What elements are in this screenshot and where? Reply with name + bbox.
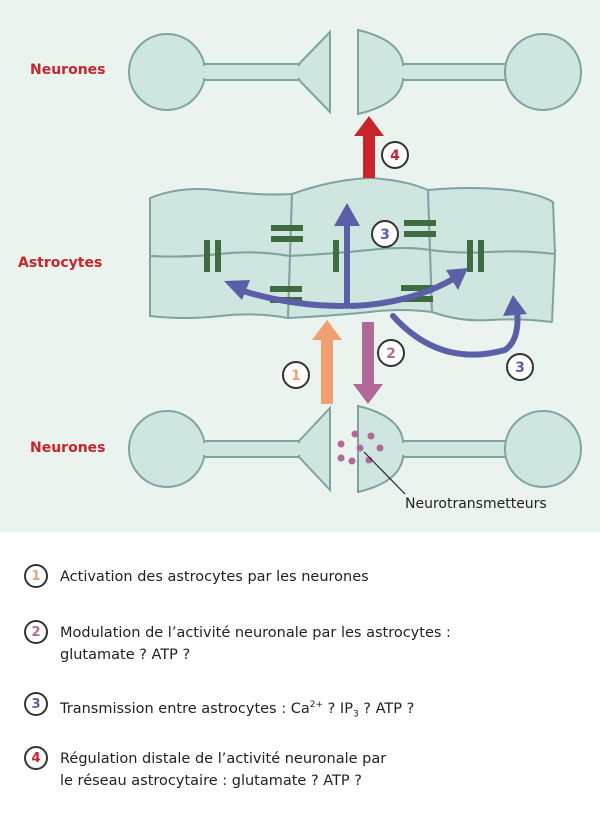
arrow-3-right <box>348 275 458 309</box>
callout-line <box>363 451 406 495</box>
arrowhead <box>446 268 468 290</box>
label-neurotransmitters: Neurotransmetteurs <box>405 496 547 512</box>
arrowhead <box>503 295 527 316</box>
gap-junction <box>404 220 436 226</box>
gap-junction <box>478 240 484 272</box>
legend-item-2: 2 Modulation de l’activité neuronale par… <box>24 620 584 666</box>
astrocyte-network <box>149 177 556 323</box>
gap-junction <box>271 236 303 242</box>
legend-text: Régulation distale de l’activité neurona… <box>60 751 387 789</box>
diagram-svg: 1 2 3 3 4 <box>128 28 582 495</box>
arrow-3-left <box>237 287 346 309</box>
marker-3-bottom: 3 <box>506 353 534 381</box>
legend-panel <box>0 532 600 820</box>
gap-junction <box>401 296 433 302</box>
legend-text: Transmission entre astrocytes : Ca2+ ? I… <box>60 700 415 720</box>
legend-marker: 1 <box>24 564 48 588</box>
label-neurons-bottom: Neurones <box>30 440 106 456</box>
svg-text:2: 2 <box>386 346 396 362</box>
legend-marker: 2 <box>24 620 48 644</box>
marker-4: 4 <box>381 141 409 169</box>
gap-junction <box>215 240 221 272</box>
label-astrocytes: Astrocytes <box>18 255 103 271</box>
top-neuron-left <box>128 29 331 115</box>
gap-junction <box>271 225 303 231</box>
arrowhead <box>224 280 250 300</box>
legend-text: Activation des astrocytes par les neuron… <box>60 569 369 585</box>
label-neurons-top: Neurones <box>30 62 106 78</box>
legend-text: Modulation de l’activité neuronale par l… <box>60 625 451 663</box>
gap-junction <box>404 231 436 237</box>
legend-marker: 4 <box>24 746 48 770</box>
marker-3-top: 3 <box>371 220 399 248</box>
legend-item-3: 3 Transmission entre astrocytes : Ca2+ ?… <box>24 692 584 726</box>
arrow-4 <box>354 116 384 178</box>
bottom-neuron-right <box>357 404 582 494</box>
gap-junction <box>204 240 210 272</box>
arrow-3-curve <box>390 307 521 358</box>
arrowheads-3 <box>224 203 527 316</box>
legend-item-1: 1 Activation des astrocytes par les neur… <box>24 564 584 588</box>
marker-2: 2 <box>377 339 405 367</box>
gap-junction <box>270 286 302 292</box>
gap-junction <box>333 240 339 272</box>
arrowhead <box>334 203 360 226</box>
marker-1: 1 <box>282 361 310 389</box>
gap-junction <box>467 240 473 272</box>
top-neuron-right <box>357 28 582 116</box>
svg-text:3: 3 <box>515 360 525 376</box>
svg-text:3: 3 <box>380 227 390 243</box>
svg-text:1: 1 <box>291 368 301 384</box>
arrows-3 <box>237 219 521 358</box>
gap-junction <box>401 285 433 291</box>
arrow-1 <box>312 320 342 404</box>
legend-item-4: 4 Régulation distale de l’activité neuro… <box>24 746 584 792</box>
svg-text:4: 4 <box>390 148 400 164</box>
astrocyte-cell <box>289 177 431 257</box>
astrocyte-cell <box>427 187 556 255</box>
astrocyte-cell <box>429 249 556 323</box>
bottom-neuron-left <box>128 405 331 493</box>
legend-marker: 3 <box>24 692 48 716</box>
neurotransmitter-dots <box>337 430 384 465</box>
arrow-2 <box>353 322 383 404</box>
